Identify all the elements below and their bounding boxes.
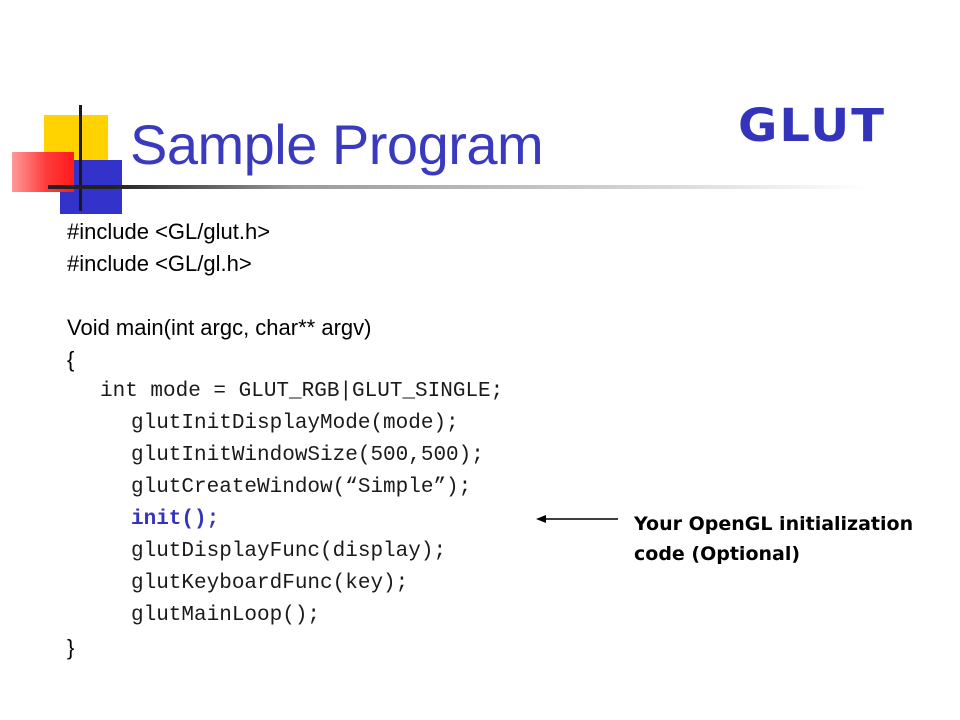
code-close-brace: } xyxy=(67,635,75,660)
annotation-line: code (Optional) xyxy=(634,543,801,565)
title-underline xyxy=(48,185,868,189)
annotation-note: Your OpenGL initialization code (Optiona… xyxy=(634,509,954,569)
code-body-line: glutMainLoop(); xyxy=(131,604,321,627)
code-body-line: glutKeyboardFunc(key); xyxy=(131,572,409,595)
annotation-line: Your OpenGL initialization xyxy=(634,513,914,535)
arrow-left-icon xyxy=(536,515,618,523)
code-include-line: #include <GL/gl.h> xyxy=(67,251,252,276)
decoration-vertical-line xyxy=(79,105,82,211)
code-init-line: init(); xyxy=(131,508,220,531)
code-body-line: int mode = GLUT_RGB|GLUT_SINGLE; xyxy=(100,380,504,403)
code-open-brace: { xyxy=(67,347,75,372)
code-body-line: glutDisplayFunc(display); xyxy=(131,540,447,563)
code-include-line: #include <GL/glut.h> xyxy=(67,219,271,244)
code-body-line: glutCreateWindow(“Simple”); xyxy=(131,476,472,499)
code-body-line: glutInitDisplayMode(mode); xyxy=(131,412,459,435)
glut-logo: GLUT xyxy=(738,99,886,153)
slide-title: Sample Program xyxy=(130,113,544,176)
code-body-line: glutInitWindowSize(500,500); xyxy=(131,444,484,467)
code-signature-line: Void main(int argc, char** argv) xyxy=(67,315,372,340)
